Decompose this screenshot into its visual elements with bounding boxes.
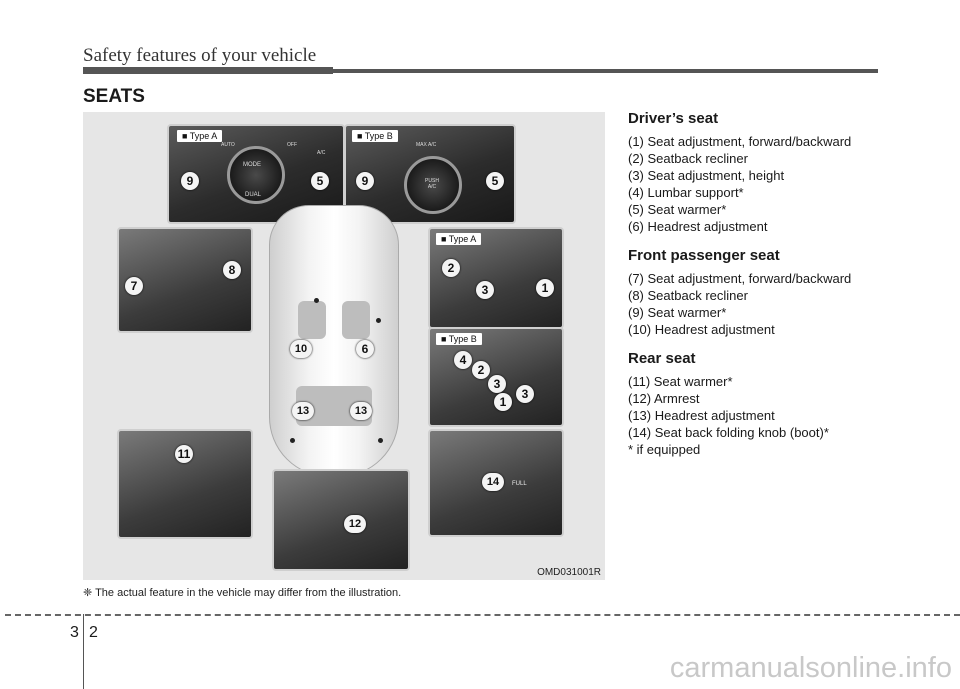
equipped-note: * if equipped	[628, 442, 701, 457]
callout-2: 2	[442, 259, 460, 277]
passenger-seat-item: (9) Seat warmer*	[628, 305, 727, 320]
callout-4: 4	[454, 351, 472, 369]
type-b-tag: ■ Type B	[352, 130, 398, 142]
push-ac-label: PUSH A/C	[425, 178, 439, 190]
drivers-seat-item: (2) Seatback recliner	[628, 151, 748, 166]
rear-warmer-panel: 11	[117, 429, 253, 539]
callout-2b: 2	[472, 361, 490, 379]
marker-dot	[376, 318, 381, 323]
passenger-seat-panel: 8 7	[117, 227, 253, 333]
page-divider-horizontal	[5, 614, 960, 616]
off-label: OFF	[287, 142, 297, 148]
callout-5: 5	[311, 172, 329, 190]
ac-label: A/C	[317, 150, 326, 156]
front-right-seat	[342, 301, 370, 339]
drivers-seat-item: (5) Seat warmer*	[628, 202, 727, 217]
callout-10: 10	[290, 340, 312, 358]
rear-seat-item: (13) Headrest adjustment	[628, 408, 775, 423]
drivers-seat-heading: Driver’s seat	[628, 110, 719, 127]
rear-seat-item: (12) Armrest	[628, 391, 700, 406]
full-label: FULL	[512, 481, 527, 487]
header-rule-accent	[83, 67, 333, 74]
callout-7: 7	[125, 277, 143, 295]
header-rule	[83, 69, 878, 73]
callout-3: 3	[476, 281, 494, 299]
type-a-tag: ■ Type A	[177, 130, 223, 142]
drivers-seat-item: (6) Headrest adjustment	[628, 219, 768, 234]
callout-1b: 1	[494, 393, 512, 411]
page-number: 2	[89, 624, 98, 641]
marker-dot	[290, 438, 295, 443]
callout-9: 9	[181, 172, 199, 190]
seat-descriptions: Driver’s seat (1) Seat adjustment, forwa…	[628, 110, 928, 458]
rear-seat-heading: Rear seat	[628, 350, 696, 367]
callout-13a: 13	[292, 402, 314, 420]
car-top-view: 10 6 13 13	[269, 205, 399, 477]
passenger-seat-item: (8) Seatback recliner	[628, 288, 748, 303]
marker-dot	[314, 298, 319, 303]
max-ac-label: MAX A/C	[416, 142, 437, 148]
page-header-title: Safety features of your vehicle	[83, 45, 317, 66]
seats-illustration: ■ Type A MODE DUAL AUTO OFF A/C 9 5 ■ Ty…	[83, 112, 605, 580]
mode-knob	[227, 146, 285, 204]
passenger-seat-item: (7) Seat adjustment, forward/backward	[628, 271, 852, 286]
rear-seat-item: (14) Seat back folding knob (boot)*	[628, 425, 829, 440]
auto-label: AUTO	[221, 142, 235, 148]
callout-13b: 13	[350, 402, 372, 420]
drivers-seat-item: (4) Lumbar support*	[628, 185, 744, 200]
dual-label: DUAL	[245, 192, 262, 198]
callout-11: 11	[175, 445, 193, 463]
type-a-tag-seat: ■ Type A	[436, 233, 482, 245]
marker-dot	[378, 438, 383, 443]
rear-seat-item: (11) Seat warmer*	[628, 374, 733, 389]
page-divider-vertical	[83, 614, 84, 689]
mode-label: MODE	[243, 162, 261, 168]
callout-3b: 3	[488, 375, 506, 393]
callout-5b: 5	[486, 172, 504, 190]
chapter-number: 3	[70, 624, 79, 641]
driver-seat-panel-type-b: ■ Type B 4 2 3 3 1	[428, 327, 564, 427]
callout-9b: 9	[356, 172, 374, 190]
watermark: carmanualsonline.info	[669, 652, 952, 684]
drivers-seat-item: (1) Seat adjustment, forward/backward	[628, 134, 852, 149]
passenger-seat-heading: Front passenger seat	[628, 247, 780, 264]
armrest-panel: 12	[272, 469, 410, 571]
folding-knob-panel: 14 FULL	[428, 429, 564, 537]
callout-1: 1	[536, 279, 554, 297]
passenger-seat-item: (10) Headrest adjustment	[628, 322, 775, 337]
callout-8: 8	[223, 261, 241, 279]
callout-14: 14	[482, 473, 504, 491]
callout-12: 12	[344, 515, 366, 533]
front-left-seat	[298, 301, 326, 339]
drivers-seat-item: (3) Seat adjustment, height	[628, 168, 785, 183]
driver-seat-panel-type-a: ■ Type A 2 3 1	[428, 227, 564, 329]
callout-6: 6	[356, 340, 374, 358]
section-title: SEATS	[83, 86, 145, 107]
type-b-tag-seat: ■ Type B	[436, 333, 482, 345]
callout-3c: 3	[516, 385, 534, 403]
ac-knob	[404, 156, 462, 214]
illustration-footnote: ❈ The actual feature in the vehicle may …	[83, 587, 402, 599]
figure-code: OMD031001R	[537, 567, 601, 578]
